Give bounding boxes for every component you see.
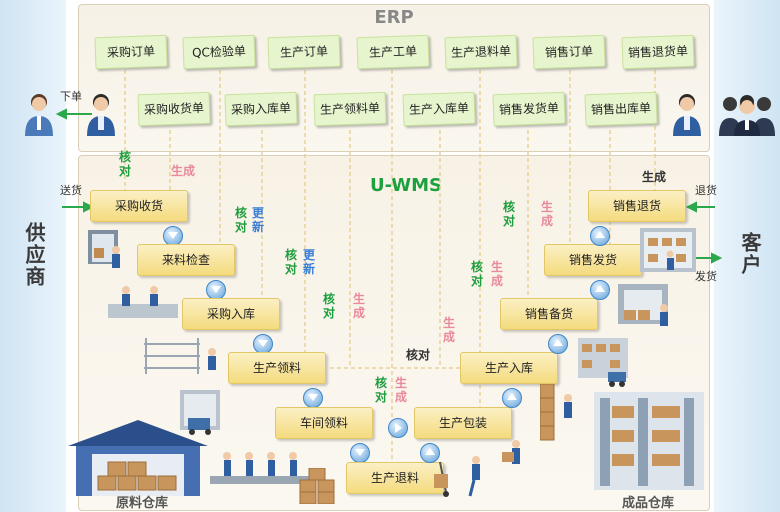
verify-label: 核对 bbox=[502, 200, 515, 228]
generate-label: 生成 bbox=[170, 164, 195, 178]
boxes-icon bbox=[299, 468, 335, 504]
note-purchase-order: 采购订单 bbox=[94, 34, 168, 70]
note-qc-inspection: QC检验单 bbox=[182, 34, 256, 70]
note-sales-order: 销售订单 bbox=[532, 34, 606, 70]
arrow-up-icon bbox=[548, 334, 568, 354]
step-incoming-inspection: 来料检查 bbox=[137, 244, 235, 276]
note-material-return: 生产退料单 bbox=[444, 34, 518, 70]
note-sales-outbound: 销售出库单 bbox=[584, 91, 658, 127]
shipping-dock-icon bbox=[618, 284, 668, 326]
arrow-down-icon bbox=[163, 226, 183, 246]
finished-warehouse-icon bbox=[594, 392, 704, 490]
generate-label: 生成 bbox=[642, 170, 667, 184]
forklift-icon bbox=[180, 390, 220, 435]
note-work-order: 生产工单 bbox=[356, 34, 430, 70]
step-purchase-receiving: 采购收货 bbox=[90, 190, 188, 222]
finished-warehouse-label: 成品仓库 bbox=[622, 496, 675, 511]
wms-title: U-WMS bbox=[370, 175, 443, 196]
raw-warehouse-label: 原料仓库 bbox=[116, 496, 169, 511]
verify-label: 核对 bbox=[322, 292, 335, 320]
step-purchase-storage: 采购入库 bbox=[182, 298, 280, 330]
worker-with-box-icon bbox=[502, 440, 520, 464]
deliver-label: 送货 bbox=[60, 184, 82, 197]
arrow-right-icon bbox=[388, 418, 408, 438]
note-purchase-receipt: 采购收货单 bbox=[137, 91, 211, 127]
generate-label: 生成 bbox=[540, 200, 553, 228]
supplier-person-icon bbox=[25, 94, 53, 136]
arrow-up-icon bbox=[590, 226, 610, 246]
supplier-title: 供应商 bbox=[22, 222, 46, 288]
generate-label: 生成 bbox=[490, 260, 503, 288]
verify-label: 核对 bbox=[406, 348, 431, 362]
note-sales-return: 销售退货单 bbox=[621, 34, 695, 70]
inspection-workers-icon bbox=[108, 286, 178, 318]
place-order-label: 下单 bbox=[60, 90, 82, 103]
customer-panel: 客户 bbox=[714, 0, 780, 512]
note-production-storage: 生产入库单 bbox=[402, 91, 476, 127]
verify-label: 核对 bbox=[470, 260, 483, 288]
step-production-return: 生产退料 bbox=[346, 462, 444, 494]
verify-label: 核对 bbox=[284, 248, 297, 276]
customers-group-icon bbox=[719, 95, 775, 136]
arrow-down-icon bbox=[253, 334, 273, 354]
supplier-panel: 供应商 bbox=[0, 0, 66, 512]
erp-title: ERP bbox=[374, 7, 414, 28]
finished-racks-icon bbox=[578, 338, 628, 387]
workshop-line-icon bbox=[210, 452, 310, 484]
arrow-up-icon bbox=[590, 280, 610, 300]
raw-warehouse-building-icon bbox=[68, 420, 208, 496]
return-label: 退货 bbox=[695, 184, 717, 197]
sales-person-icon bbox=[673, 94, 701, 136]
note-sales-delivery: 销售发货单 bbox=[492, 91, 566, 127]
generate-label: 生成 bbox=[352, 292, 365, 320]
generate-label: 生成 bbox=[394, 376, 407, 404]
erp-region: ERP bbox=[78, 4, 710, 152]
verify-label: 核对 bbox=[118, 150, 131, 178]
shipping-racks-icon bbox=[640, 228, 696, 272]
unloading-worker-icon bbox=[88, 230, 120, 268]
step-sales-shipping: 销售发货 bbox=[544, 244, 642, 276]
step-production-requisition: 生产领料 bbox=[228, 352, 326, 384]
ship-label: 发货 bbox=[695, 270, 717, 283]
verify-label: 核对 bbox=[234, 206, 247, 234]
arrow-down-icon bbox=[350, 443, 370, 463]
step-workshop-requisition: 车间领料 bbox=[275, 407, 373, 439]
arrow-down-icon bbox=[303, 388, 323, 408]
racks-icon bbox=[144, 338, 216, 374]
purchaser-person-icon bbox=[87, 94, 115, 136]
customer-title: 客户 bbox=[738, 232, 762, 276]
update-label: 更新 bbox=[251, 206, 264, 234]
hand-truck-worker-icon bbox=[434, 456, 480, 497]
verify-label: 核对 bbox=[374, 376, 387, 404]
step-production-packaging: 生产包装 bbox=[414, 407, 512, 439]
note-material-requisition: 生产领料单 bbox=[313, 91, 387, 127]
arrow-up-icon bbox=[420, 443, 440, 463]
generate-label: 生成 bbox=[442, 316, 455, 344]
note-purchase-storage: 采购入库单 bbox=[224, 91, 298, 127]
step-sales-return: 销售退货 bbox=[588, 190, 686, 222]
update-label: 更新 bbox=[302, 248, 315, 276]
stacked-boxes-icon bbox=[540, 384, 572, 441]
step-sales-picking: 销售备货 bbox=[500, 298, 598, 330]
arrow-up-icon bbox=[502, 388, 522, 408]
step-production-storage: 生产入库 bbox=[460, 352, 558, 384]
arrow-down-icon bbox=[206, 280, 226, 300]
note-production-order: 生产订单 bbox=[267, 34, 341, 70]
